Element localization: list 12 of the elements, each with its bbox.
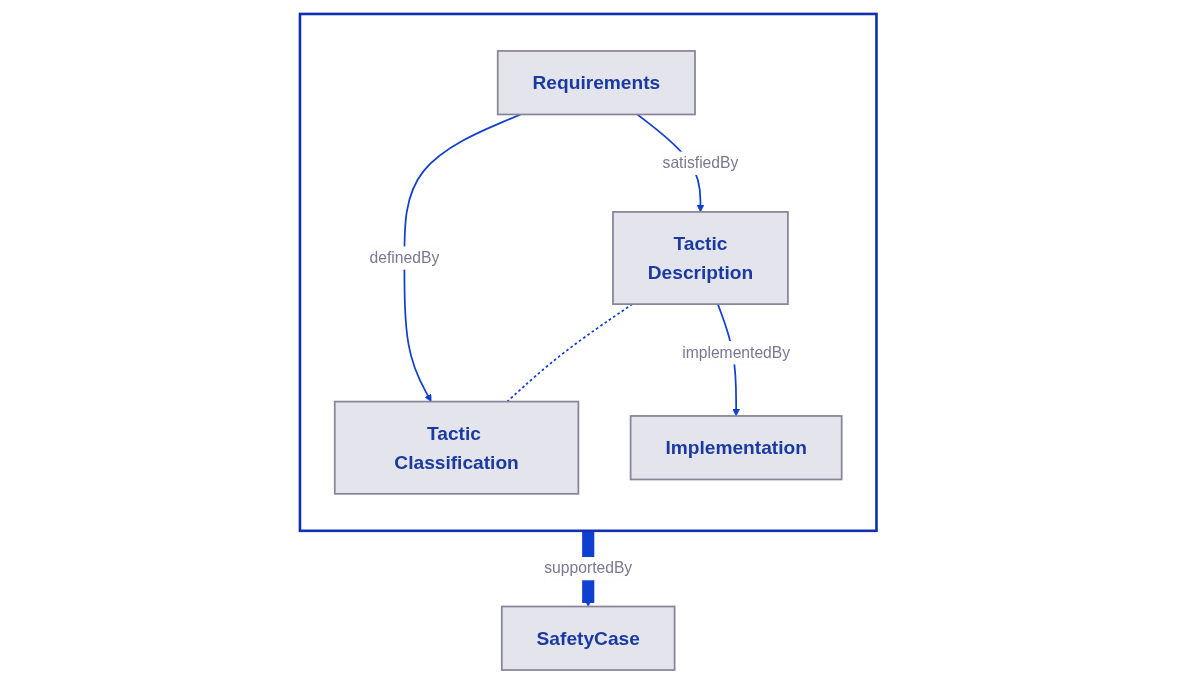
node-box: Implementation bbox=[630, 415, 843, 481]
edge-label: implementedBy bbox=[682, 343, 791, 362]
arrow bbox=[403, 113, 522, 402]
edge-label: satisfiedBy bbox=[662, 154, 739, 172]
node-box: SafetyCase bbox=[501, 605, 676, 671]
node-box: Tactic Description bbox=[612, 211, 790, 305]
edge-label: definedBy bbox=[369, 248, 440, 267]
connector bbox=[506, 303, 634, 403]
node-box: Tactic Classification bbox=[334, 400, 580, 495]
edge-label: supportedBy bbox=[544, 559, 633, 577]
cluster bbox=[298, 12, 879, 533]
node-box: Requirements bbox=[497, 50, 697, 116]
